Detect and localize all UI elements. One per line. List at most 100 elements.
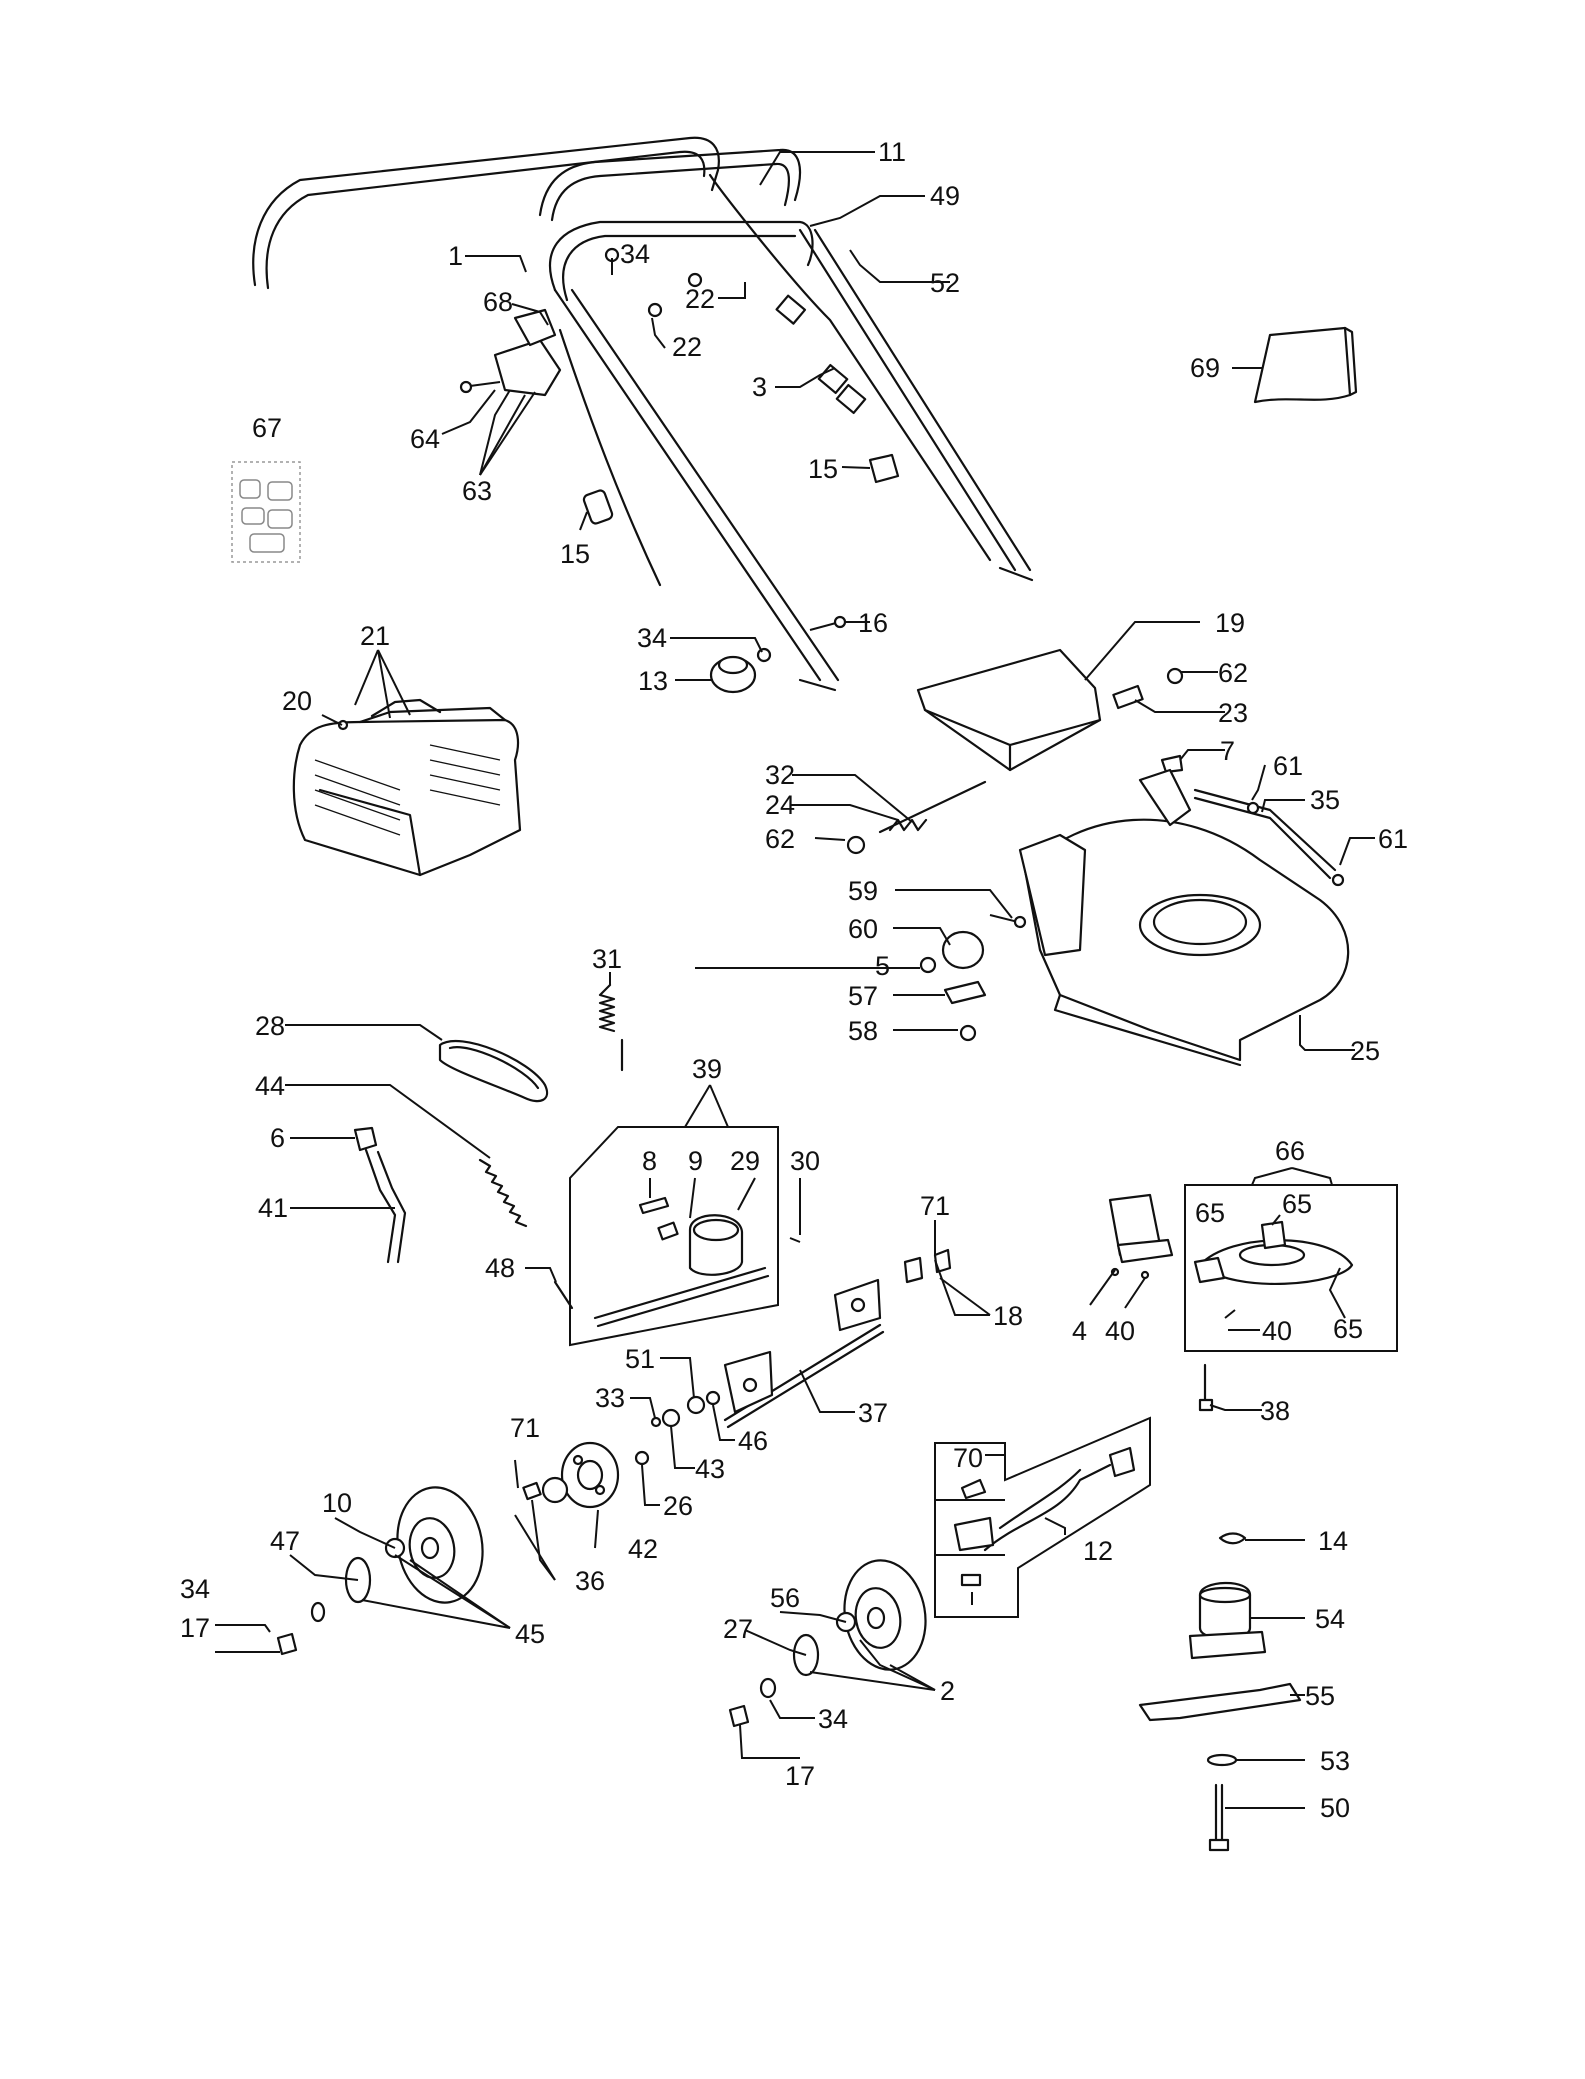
callout-53: 53 xyxy=(1320,1746,1350,1776)
callout-13: 13 xyxy=(638,666,668,696)
callout-62: 62 xyxy=(765,824,795,854)
callout-5: 5 xyxy=(875,951,890,981)
flap-rod-spring xyxy=(846,667,1184,855)
drive-belt xyxy=(438,1039,549,1103)
callout-62: 62 xyxy=(1218,658,1248,688)
pin-48 xyxy=(553,1280,574,1310)
callout-34: 34 xyxy=(818,1704,848,1734)
callout-57: 57 xyxy=(848,981,878,1011)
callout-12: 12 xyxy=(1083,1536,1113,1566)
callout-47: 47 xyxy=(270,1526,300,1556)
callout-37: 37 xyxy=(858,1398,888,1428)
callout-8: 8 xyxy=(642,1146,657,1176)
callout-20: 20 xyxy=(282,686,312,716)
callout-34: 34 xyxy=(620,239,650,269)
callout-48: 48 xyxy=(485,1253,515,1283)
drive-lever xyxy=(353,1126,407,1264)
handle-assembly xyxy=(252,136,1034,692)
callout-61: 61 xyxy=(1378,824,1408,854)
callout-4: 4 xyxy=(1072,1316,1087,1346)
rear-axle xyxy=(723,1248,952,1429)
callout-36: 36 xyxy=(575,1566,605,1596)
callout-46: 46 xyxy=(738,1426,768,1456)
callout-25: 25 xyxy=(1350,1036,1380,1066)
callout-40: 40 xyxy=(1262,1316,1292,1346)
grass-catcher xyxy=(292,698,522,877)
callout-15: 15 xyxy=(808,454,838,484)
callout-22: 22 xyxy=(685,284,715,314)
callout-30: 30 xyxy=(790,1146,820,1176)
callout-49: 49 xyxy=(930,181,960,211)
callout-39: 39 xyxy=(692,1054,722,1084)
callout-16: 16 xyxy=(858,608,888,638)
mulching-plug xyxy=(1108,1193,1174,1280)
callout-52: 52 xyxy=(930,268,960,298)
callout-56: 56 xyxy=(770,1583,800,1613)
callout-34: 34 xyxy=(180,1574,210,1604)
callout-24: 24 xyxy=(765,790,795,820)
callout-55: 55 xyxy=(1305,1681,1335,1711)
switch-box xyxy=(459,308,562,397)
spring-31 xyxy=(598,983,624,1072)
callout-21: 21 xyxy=(360,621,390,651)
callout-23: 23 xyxy=(1218,698,1248,728)
callout-10: 10 xyxy=(322,1488,352,1518)
axle-small-parts xyxy=(634,1390,721,1466)
callout-11: 11 xyxy=(878,137,906,167)
front-axle-group xyxy=(934,1416,1151,1618)
height-adjuster xyxy=(919,914,1027,1042)
callout-51: 51 xyxy=(625,1344,655,1374)
callout-31: 31 xyxy=(592,944,622,974)
callout-28: 28 xyxy=(255,1011,285,1041)
callout-67: 67 xyxy=(252,413,282,443)
cable-clip xyxy=(582,453,900,525)
callout-14: 14 xyxy=(1318,1526,1348,1556)
rear-flap xyxy=(1253,326,1358,404)
callout-66: 66 xyxy=(1275,1136,1305,1166)
callout-41: 41 xyxy=(258,1193,288,1223)
drive-gears xyxy=(522,1441,620,1509)
bolt-38 xyxy=(1198,1363,1214,1412)
callout-26: 26 xyxy=(663,1491,693,1521)
callout-40: 40 xyxy=(1105,1316,1135,1346)
callout-50: 50 xyxy=(1320,1793,1350,1823)
callout-59: 59 xyxy=(848,876,878,906)
callout-61: 61 xyxy=(1273,751,1303,781)
callout-2: 2 xyxy=(940,1676,955,1706)
callout-60: 60 xyxy=(848,914,878,944)
callout-labels: 1 11 49 34 68 22 22 52 3 69 67 64 63 15 … xyxy=(180,137,1408,1823)
handle-knob xyxy=(709,615,847,694)
callout-32: 32 xyxy=(765,760,795,790)
callout-54: 54 xyxy=(1315,1604,1345,1634)
mulching-kit xyxy=(1184,1184,1398,1352)
callout-19: 19 xyxy=(1215,608,1245,638)
callout-22: 22 xyxy=(672,332,702,362)
discharge-flap xyxy=(916,648,1144,772)
callout-43: 43 xyxy=(695,1454,725,1484)
callout-34: 34 xyxy=(637,623,667,653)
callout-17: 17 xyxy=(180,1613,210,1643)
callout-69: 69 xyxy=(1190,353,1220,383)
callout-58: 58 xyxy=(848,1016,878,1046)
callout-35: 35 xyxy=(1310,785,1340,815)
leader-lines xyxy=(215,151,1375,1809)
blade-assembly xyxy=(1138,1532,1302,1852)
callout-17: 17 xyxy=(785,1761,815,1791)
callout-6: 6 xyxy=(270,1123,285,1153)
callout-33: 33 xyxy=(595,1383,625,1413)
callout-42: 42 xyxy=(628,1534,658,1564)
callout-71: 71 xyxy=(510,1413,540,1443)
callout-64: 64 xyxy=(410,424,440,454)
spring-44 xyxy=(478,1158,528,1228)
callout-65: 65 xyxy=(1195,1198,1225,1228)
gearbox-group xyxy=(569,1126,801,1347)
callout-44: 44 xyxy=(255,1071,285,1101)
callout-71: 71 xyxy=(920,1191,950,1221)
callout-45: 45 xyxy=(515,1619,545,1649)
callout-18: 18 xyxy=(993,1301,1023,1331)
callout-68: 68 xyxy=(483,287,513,317)
callout-29: 29 xyxy=(730,1146,760,1176)
callout-27: 27 xyxy=(723,1614,753,1644)
front-wheel xyxy=(728,1559,927,1728)
